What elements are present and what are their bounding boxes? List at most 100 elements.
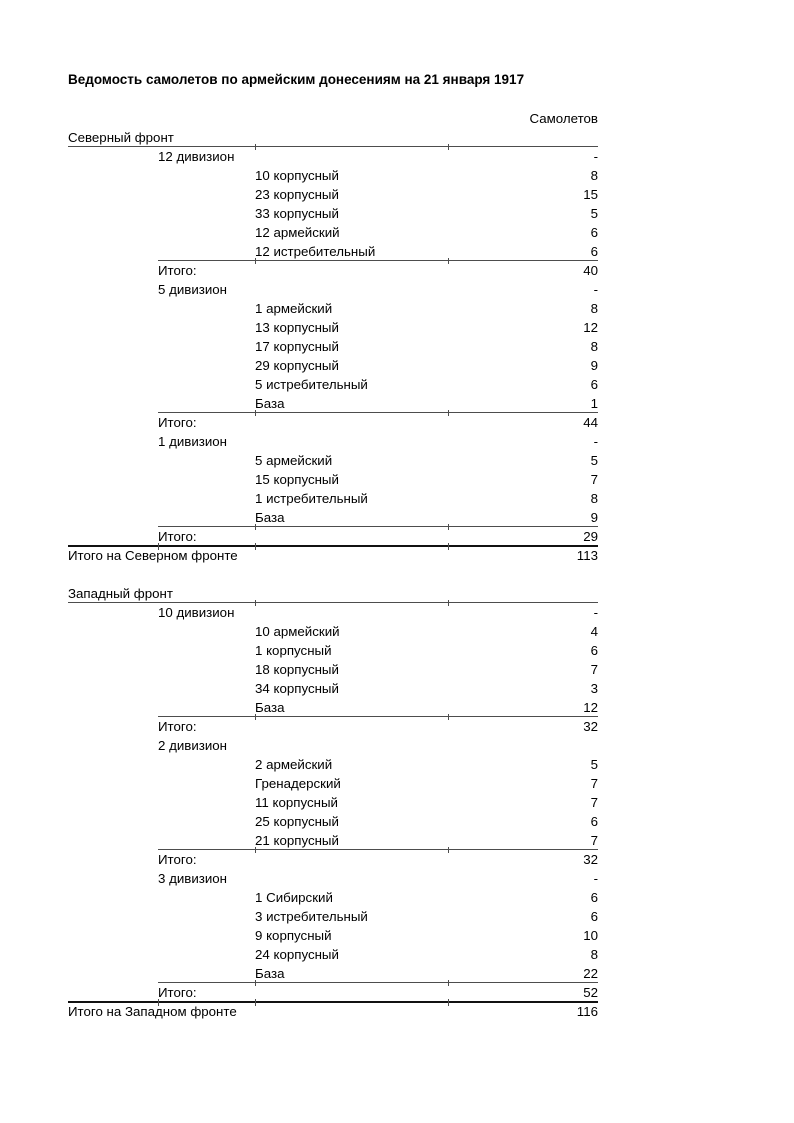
division-row: 2 дивизион (68, 736, 598, 755)
row-label: 12 армейский (255, 225, 340, 240)
empty-cell (158, 223, 255, 242)
column-boundary-tick (158, 543, 159, 550)
row-value: 6 (590, 909, 598, 924)
empty-cell (68, 356, 158, 375)
row-value: 8 (590, 168, 598, 183)
empty-cell (255, 584, 448, 603)
column-boundary-tick (255, 144, 256, 150)
row-value: 6 (590, 225, 598, 240)
empty-cell (255, 128, 448, 147)
front-total-divider-line (68, 543, 598, 550)
subtotal-divider-line (158, 980, 598, 986)
row-label: Итого: (158, 263, 197, 278)
column-boundary-tick (448, 410, 449, 416)
row-label: Итого: (158, 719, 197, 734)
empty-cell (158, 508, 255, 527)
row-value: 7 (590, 472, 598, 487)
row-value (448, 736, 598, 755)
row-label: 2 армейский (255, 757, 333, 772)
empty-cell (255, 717, 448, 736)
empty-cell (255, 1002, 448, 1021)
row-label: 11 корпусный (255, 795, 338, 810)
empty-cell (158, 964, 255, 983)
row-value: 5 (590, 206, 598, 221)
empty-cell (68, 318, 158, 337)
subtotal-row: Итого:32 (68, 717, 598, 736)
column-boundary-tick (448, 144, 449, 150)
row-label: 2 дивизион (158, 738, 228, 753)
empty-cell (255, 603, 448, 622)
unit-row: 12 армейский 6 (68, 223, 598, 242)
row-value: 12 (583, 700, 598, 715)
empty-cell (255, 983, 448, 1002)
empty-cell (68, 926, 158, 945)
column-boundary-tick (158, 999, 159, 1006)
empty-cell (68, 527, 158, 546)
empty-cell (68, 736, 158, 755)
row-value: - (593, 282, 598, 297)
row-label: 1 дивизион (158, 434, 228, 449)
row-value: 113 (576, 548, 598, 563)
empty-cell (68, 470, 158, 489)
row-label: 29 корпусный (255, 358, 339, 373)
column-boundary-tick (255, 524, 256, 530)
empty-cell (68, 242, 158, 261)
empty-cell (255, 736, 448, 755)
empty-cell (68, 983, 158, 1002)
row-value: 6 (590, 814, 598, 829)
row-value: 15 (583, 187, 598, 202)
empty-cell (158, 394, 255, 413)
empty-cell (68, 508, 158, 527)
empty-cell (68, 812, 158, 831)
row-label: База (255, 700, 285, 715)
empty-cell (68, 261, 158, 280)
empty-cell (68, 280, 158, 299)
subtotal-row: Итого:52 (68, 983, 598, 1002)
row-label: 10 дивизион (158, 605, 235, 620)
unit-row: База 12 (68, 698, 598, 717)
row-value: - (593, 149, 598, 164)
empty-cell (68, 109, 158, 128)
row-value (448, 584, 598, 603)
row-label: Итого: (158, 415, 197, 430)
empty-cell (158, 204, 255, 223)
empty-cell (68, 907, 158, 926)
empty-cell (255, 147, 448, 166)
empty-cell (68, 679, 158, 698)
row-label: Северный фронт (68, 130, 174, 145)
row-value: - (593, 605, 598, 620)
empty-cell (158, 451, 255, 470)
subtotal-divider-line (158, 714, 598, 720)
empty-cell (68, 204, 158, 223)
subtotal-row: Итого:44 (68, 413, 598, 432)
empty-cell (158, 793, 255, 812)
row-label: 12 дивизион (158, 149, 235, 164)
empty-cell (255, 869, 448, 888)
row-label: Итого на Западном фронте (68, 1004, 237, 1019)
front-header-underline (68, 144, 598, 150)
empty-cell (68, 869, 158, 888)
row-label: Итого: (158, 852, 197, 867)
column-boundary-tick (255, 543, 256, 550)
empty-cell (158, 166, 255, 185)
row-label: 23 корпусный (255, 187, 339, 202)
empty-cell (68, 489, 158, 508)
row-value: 6 (590, 643, 598, 658)
empty-cell (68, 432, 158, 451)
row-label: 10 армейский (255, 624, 340, 639)
empty-cell (68, 166, 158, 185)
empty-cell (158, 774, 255, 793)
row-value: 8 (590, 947, 598, 962)
